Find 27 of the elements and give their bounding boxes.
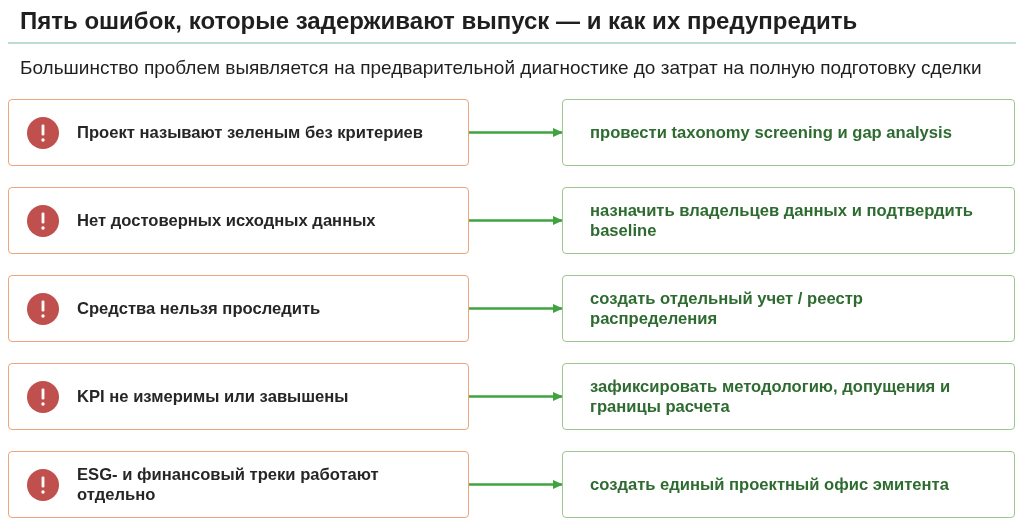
problem-text: ESG- и финансовый треки работают отдельно (77, 464, 380, 505)
action-box (562, 99, 1015, 166)
action-box (562, 363, 1015, 430)
arrow (469, 480, 563, 489)
action-text: назначить владельцев данных и подтвердить baseline (590, 200, 975, 241)
action-text: создать единый проектный офис эмитента (590, 474, 949, 495)
action-text: создать отдельный учет / реестр распределения (590, 288, 864, 329)
problem-text: Нет достоверных исходных данных (77, 210, 376, 231)
problem-text: Средства нельзя проследить (77, 298, 321, 319)
problem-text: Проект называют зеленым без критериев (77, 122, 424, 143)
problem-box (8, 275, 469, 342)
action-box (562, 187, 1015, 254)
arrow (469, 216, 563, 225)
action-text: зафиксировать методологию, допущения и границы расчета (590, 376, 952, 417)
arrow (469, 128, 563, 137)
problem-box (8, 451, 469, 518)
page-title: Пять ошибок, которые задерживают выпуск — и как их предупредить (20, 6, 858, 36)
action-text: провести taxonomy screening и gap analysis (590, 122, 952, 143)
arrow (469, 392, 563, 401)
problem-box (8, 363, 469, 430)
subtitle: Большинство проблем выявляется на предварительной диагностике до затрат на полную подготовку сделки (20, 56, 982, 80)
arrow (469, 304, 563, 313)
action-box (562, 451, 1015, 518)
problem-box (8, 187, 469, 254)
action-box (562, 275, 1015, 342)
problem-text: KPI не измеримы или завышены (77, 386, 349, 407)
problem-box (8, 99, 469, 166)
